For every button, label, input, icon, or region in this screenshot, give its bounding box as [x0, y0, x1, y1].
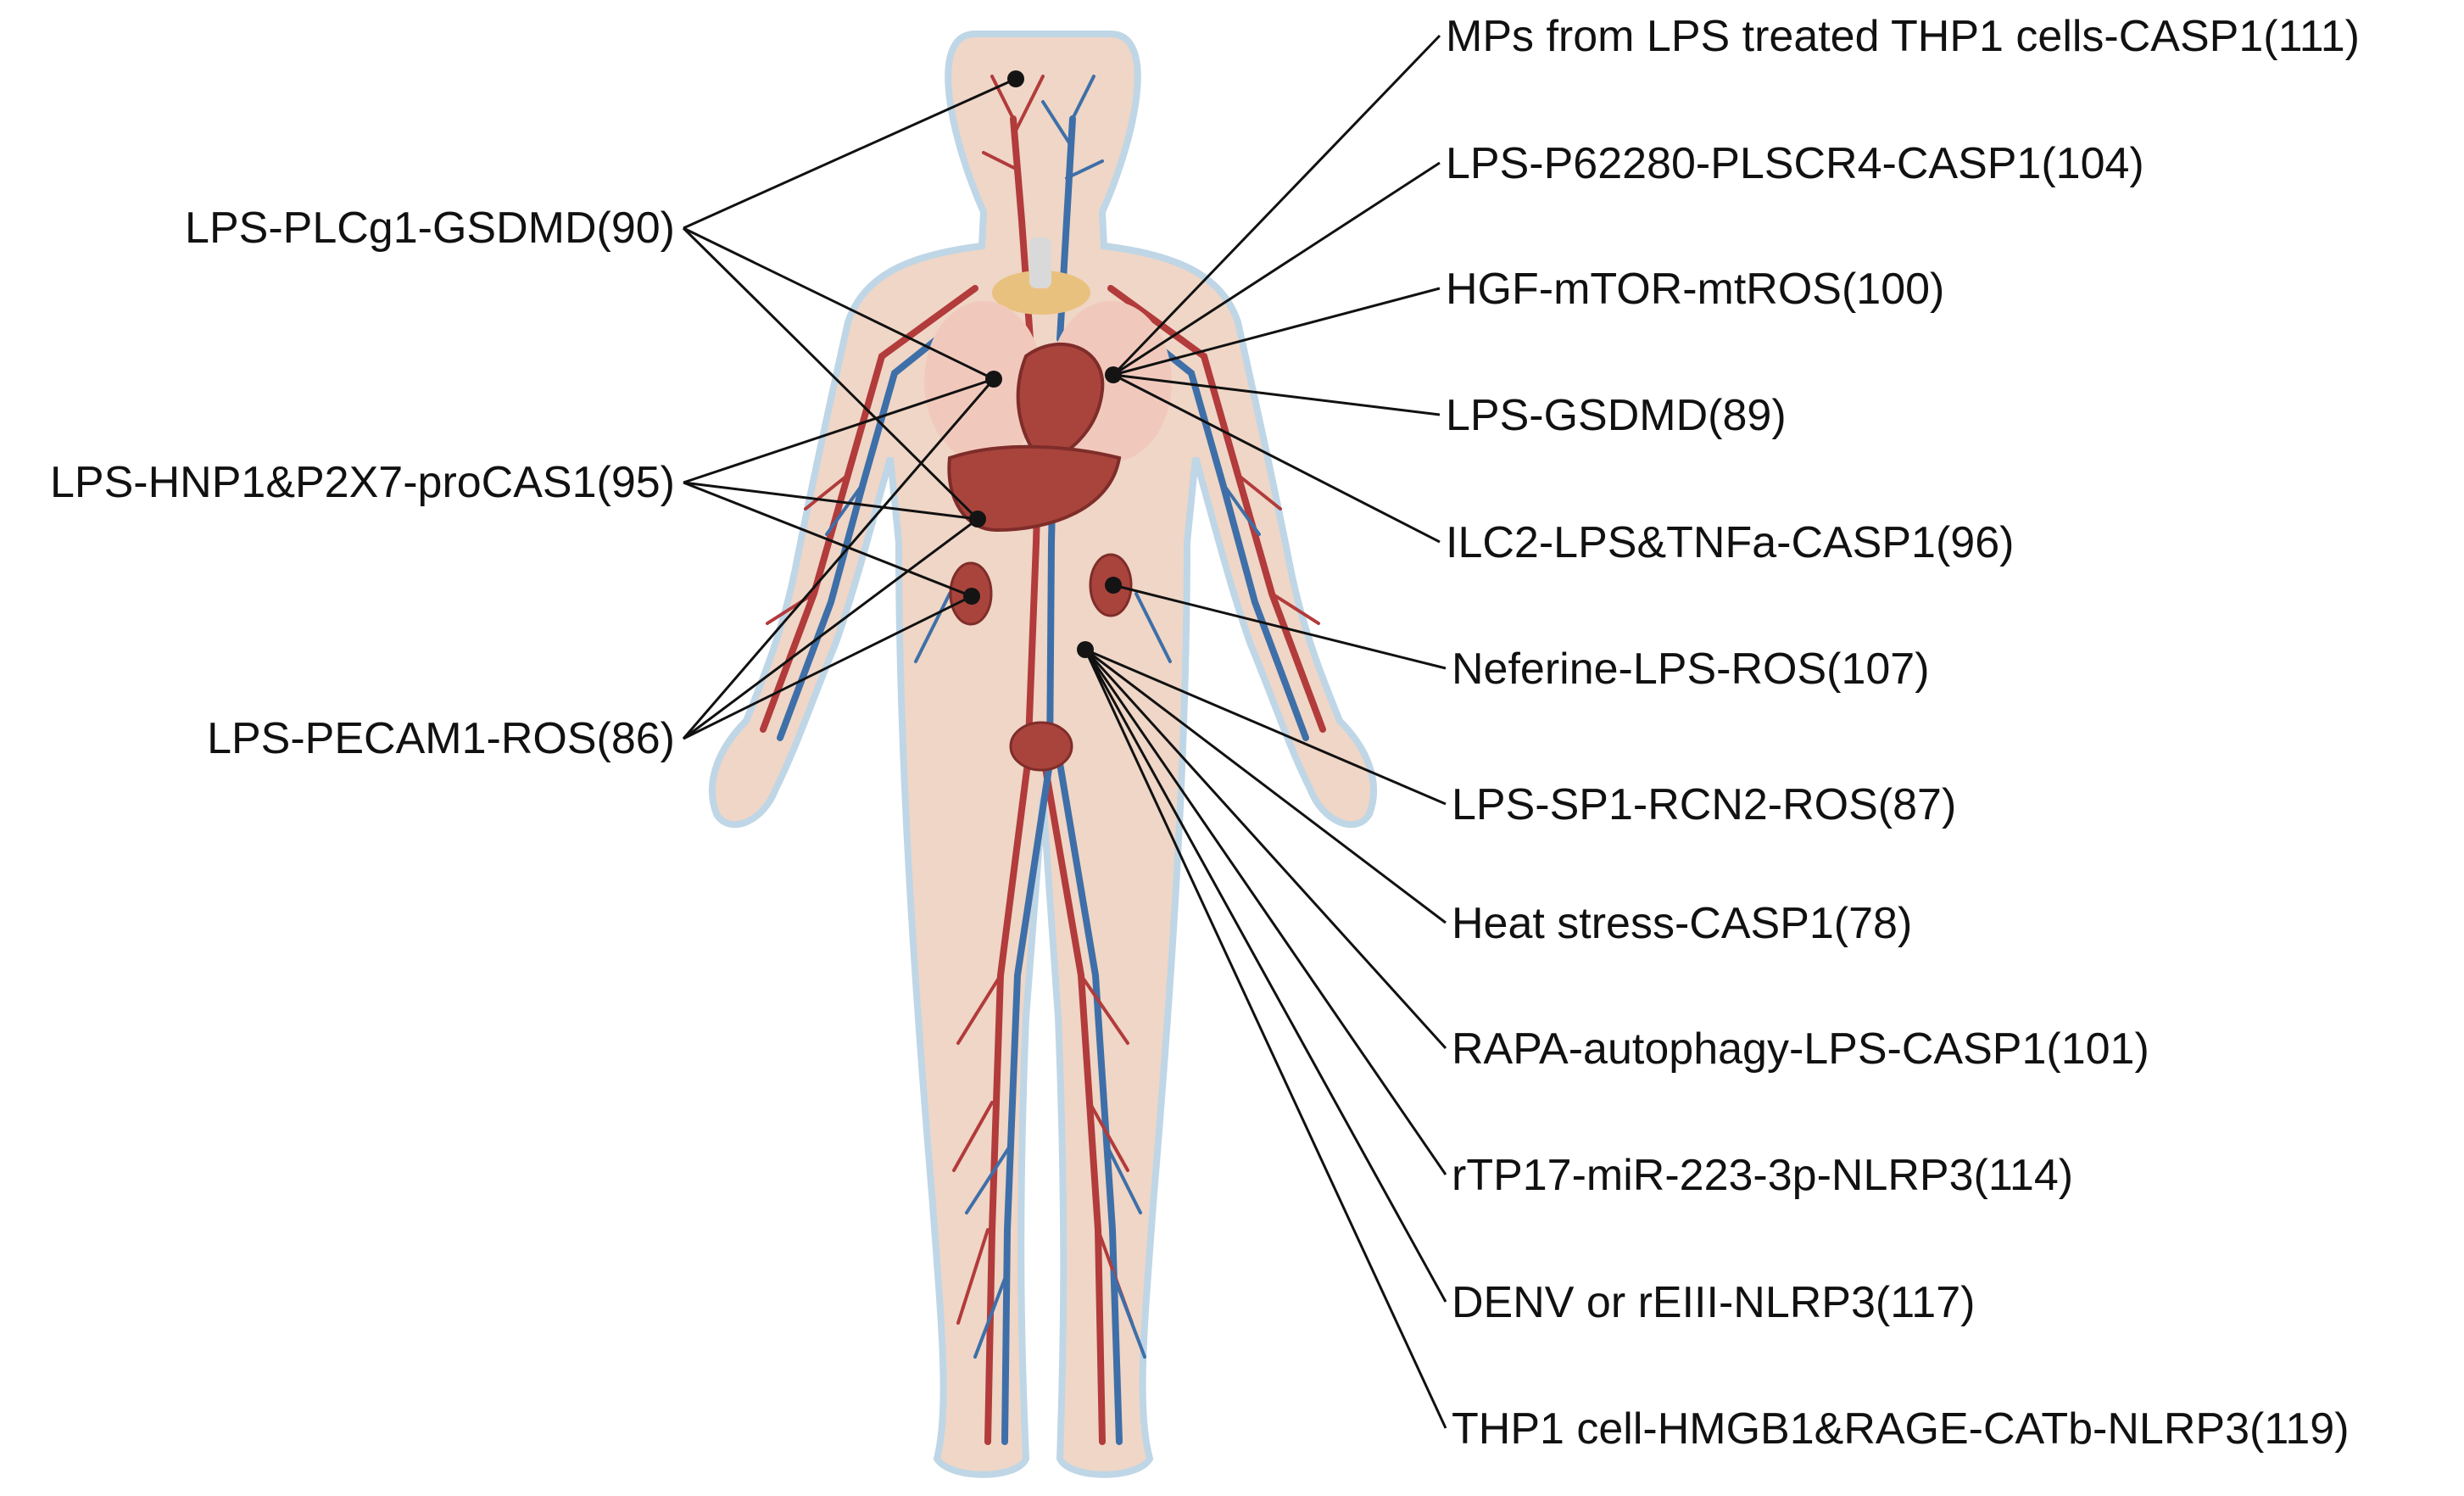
label-rapa-autophagy-lps-casp1: RAPA-autophagy-LPS-CASP1(101) — [1452, 1024, 2149, 1074]
bladder — [1009, 721, 1073, 772]
vein-right-leg — [1056, 760, 1123, 1445]
marker-brain — [1007, 70, 1024, 87]
label-mps-thp1-casp1: MPs from LPS treated THP1 cells-CASP1(11… — [1446, 12, 2360, 61]
leader-right-2-heart — [1112, 287, 1441, 377]
leader-lines — [682, 34, 1447, 1429]
leader-right-4-heart — [1112, 373, 1441, 544]
label-lps-hnp1-p2x7-procas1: LPS-HNP1&P2X7-proCAS1(95) — [50, 458, 675, 507]
leader-left-0-lung — [683, 226, 995, 381]
label-ilc2-lps-tnfa-casp1: ILC2-LPS&TNFa-CASP1(96) — [1446, 518, 2014, 567]
leader-right-8-vessel — [1084, 648, 1447, 1050]
thyroid — [992, 271, 1090, 315]
human-body-illustration — [708, 31, 1378, 1478]
label-denv-reiii-nlrp3: DENV or rEIII-NLRP3(117) — [1452, 1278, 1975, 1327]
marker-heart — [1105, 366, 1122, 383]
marker-lung — [985, 371, 1002, 388]
marker-vessel — [1077, 641, 1094, 658]
leader-right-7-vessel — [1084, 648, 1447, 924]
left-labels: LPS-PLCg1-GSDMD(90) LPS-HNP1&P2X7-proCAS… — [50, 204, 675, 763]
leader-left-0-brain — [683, 77, 1017, 230]
marker-kidney-right — [1105, 577, 1122, 594]
leader-left-2-lung — [682, 378, 995, 740]
marker-liver — [969, 511, 986, 528]
leader-right-9-vessel — [1084, 649, 1447, 1175]
label-lps-gsdmd: LPS-GSDMD(89) — [1446, 391, 1787, 440]
leader-right-0-heart — [1112, 34, 1441, 377]
leader-left-1-kidney — [683, 481, 973, 598]
liver — [947, 444, 1122, 533]
leader-right-5-kidney_right — [1112, 583, 1447, 670]
organ-markers — [963, 70, 1122, 658]
leader-left-2-kidney — [683, 594, 973, 740]
label-rtp17-mir-223-3p-nlrp3: rTP17-miR-223-3p-NLRP3(114) — [1452, 1151, 2073, 1200]
label-lps-p62280-plscr4-casp1: LPS-P62280-PLSCR4-CASP1(104) — [1446, 139, 2144, 188]
leader-left-1-liver — [683, 481, 978, 521]
leader-right-11-vessel — [1084, 649, 1447, 1429]
trachea — [1029, 237, 1051, 288]
label-neferine-lps-ros: Neferine-LPS-ROS(107) — [1452, 645, 1930, 694]
heart — [1016, 342, 1105, 465]
label-hgf-mtor-mtros: HGF-mTOR-mtROS(100) — [1446, 265, 1944, 314]
label-lps-sp1-rcn2-ros: LPS-SP1-RCN2-ROS(87) — [1452, 780, 1956, 829]
vessel-branches — [766, 75, 1320, 1359]
right-labels: MPs from LPS treated THP1 cells-CASP1(11… — [1446, 12, 2360, 1454]
leader-right-3-heart — [1112, 373, 1441, 416]
label-thp1-hmgb1-rage-catb-nlrp3: THP1 cell-HMGB1&RAGE-CATb-NLRP3(119) — [1452, 1404, 2350, 1454]
label-lps-pecam1-ros: LPS-PECAM1-ROS(86) — [207, 714, 675, 763]
leader-left-1-lung — [683, 377, 995, 484]
leader-left-2-liver — [683, 517, 978, 740]
leader-right-1-heart — [1112, 161, 1441, 377]
marker-kidney — [963, 588, 980, 605]
leader-left-0-liver — [682, 226, 979, 521]
label-lps-plcg1-gsdmd: LPS-PLCg1-GSDMD(90) — [185, 204, 675, 253]
label-heat-stress-casp1: Heat stress-CASP1(78) — [1452, 899, 1912, 948]
leader-right-10-vessel — [1084, 649, 1447, 1303]
leader-right-6-vessel — [1084, 648, 1447, 806]
